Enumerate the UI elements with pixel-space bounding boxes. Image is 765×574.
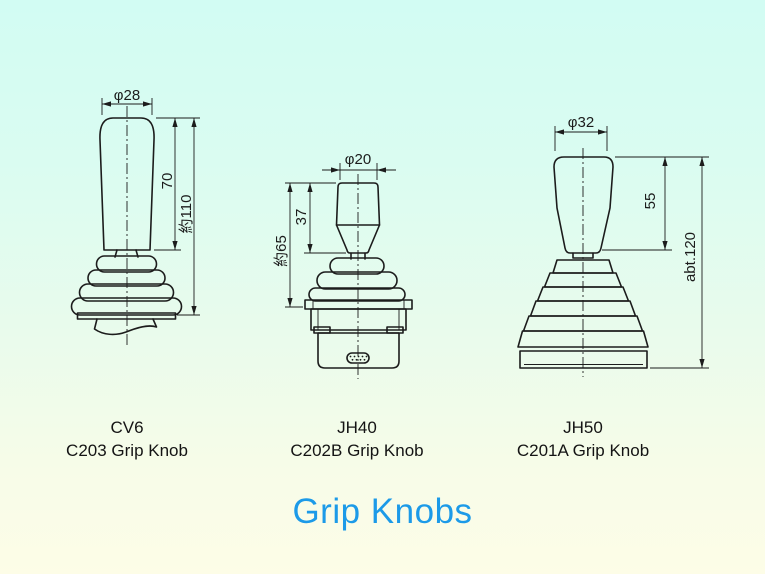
product-name: C203 Grip Knob	[66, 441, 188, 460]
jh50-dim-diameter-text: φ32	[568, 114, 594, 131]
jh40-boot-ridge-2	[316, 271, 398, 290]
drawing-cv6: φ28 70 約110	[70, 87, 200, 346]
cv6-dim-diameter-ext	[101, 98, 153, 115]
jh40-dim-65-text: 約65	[273, 235, 290, 267]
jh40-dim-diameter-text: φ20	[345, 151, 371, 168]
cv6-dim-diameter-text: φ28	[114, 87, 140, 104]
jh50-dim-diameter-ext	[554, 126, 608, 151]
jh50-boot-step-6	[517, 330, 649, 348]
label-cv6: CV6 C203 Grip Knob	[66, 416, 188, 462]
cv6-boot-ridge-2	[87, 269, 166, 287]
jh40-flange-plate-top-steps	[312, 300, 405, 309]
jh50-handle-outline	[553, 156, 614, 254]
drawing-jh40: φ20 37 約65	[273, 151, 413, 379]
product-name: C201A Grip Knob	[516, 441, 650, 460]
label-jh50: JH50 C201A Grip Knob	[517, 416, 649, 462]
jh50-dim-120-text: abt.120	[682, 232, 699, 282]
jh40-dsub-connector	[346, 352, 370, 364]
jh40-boot-ridge-1	[329, 257, 385, 275]
cv6-dim-110-text: 約110	[178, 195, 195, 234]
jh50-stem	[572, 252, 594, 259]
jh50-base-plate	[519, 350, 648, 369]
product-name: C202B Grip Knob	[290, 441, 424, 460]
model-name: JH50	[563, 418, 603, 437]
jh40-dim-diameter-ext	[339, 163, 378, 180]
jh40-housing	[317, 332, 400, 369]
jh40-dim-37-text: 37	[293, 209, 310, 226]
page-title: Grip Knobs	[292, 492, 473, 531]
cv6-boot-ridge-4	[70, 297, 183, 316]
jh50-dim-55-text: 55	[642, 193, 659, 210]
cv6-boot-ridge-1	[95, 255, 158, 273]
label-jh40: JH40 C202B Grip Knob	[290, 416, 423, 462]
drawing-jh50: φ32 55 abt.120	[517, 114, 709, 377]
model-name: CV6	[110, 418, 144, 437]
model-name: JH40	[337, 418, 377, 437]
jh40-dsub-pins	[349, 355, 368, 361]
jh40-flange-plate-bottom	[310, 308, 407, 331]
cv6-panel-break	[93, 318, 158, 336]
cv6-boot-ridge-3	[78, 283, 175, 302]
cv6-dim-70-text: 70	[159, 173, 176, 190]
cv6-handle-outline	[99, 117, 155, 251]
jh40-boot-skirt	[308, 287, 406, 302]
cv6-base-plate	[76, 312, 177, 320]
